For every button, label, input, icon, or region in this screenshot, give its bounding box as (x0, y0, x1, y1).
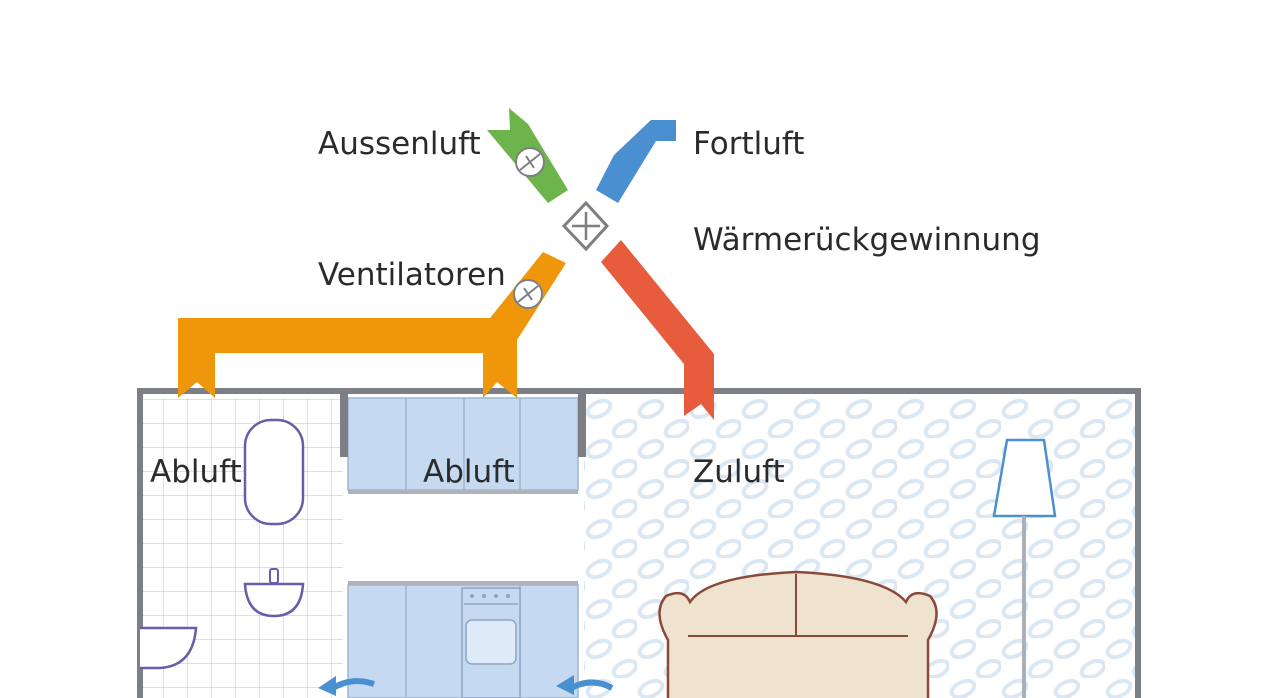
walls (137, 388, 1141, 698)
label-exhaust-air: Fortluft (693, 126, 804, 162)
fan-icon-outside-air (515, 147, 545, 177)
label-outside-air: Aussenluft (318, 126, 481, 162)
sofa-icon (658, 570, 938, 698)
oven (461, 587, 521, 698)
label-heat-recovery: Wärmerückgewinnung (693, 222, 1041, 258)
bathtub-icon (243, 418, 305, 526)
fan-icon-extract-air (513, 279, 543, 309)
exhaust-air-arrow (596, 120, 676, 203)
extract-air-duct (178, 252, 566, 398)
label-supply-air: Zuluft (693, 454, 785, 490)
supply-air-duct (601, 240, 714, 420)
label-extract-air-kitchen: Abluft (423, 454, 515, 490)
label-fans: Ventilatoren (318, 257, 506, 293)
heat-exchanger-icon (561, 200, 610, 252)
floor-lamp-icon (992, 438, 1057, 698)
label-extract-air-bath: Abluft (150, 454, 242, 490)
bath-door-swing-arrow-icon (318, 676, 375, 696)
toilet-icon (140, 626, 198, 670)
kitchen (343, 397, 581, 698)
washbasin-icon (243, 568, 305, 618)
kitchen-door-swing-arrow-icon (556, 675, 614, 695)
